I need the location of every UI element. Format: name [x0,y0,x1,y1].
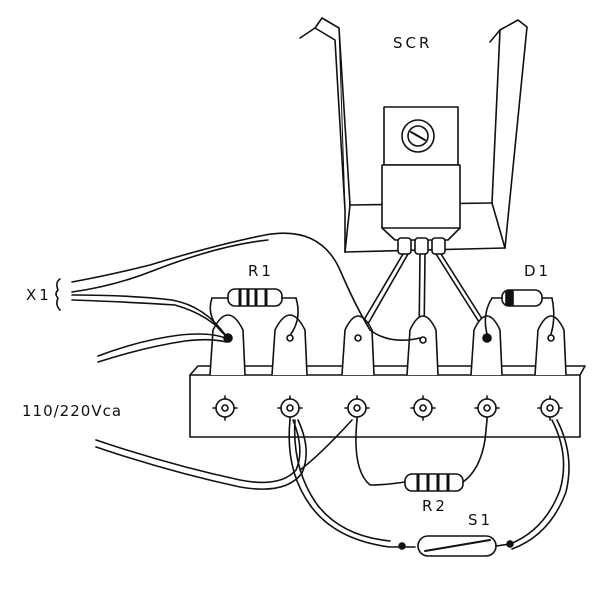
diode-d1 [484,289,555,335]
terminal-strip [189,365,586,438]
x1-wires [55,232,421,341]
d1-label: D1 [524,262,552,280]
r1-label: R1 [248,262,274,280]
s1-label: S1 [468,511,494,529]
mains-cord [95,333,307,490]
wire-terminal3 [299,419,406,486]
resistor-r2 [404,419,488,492]
mains-voltage-label: 110/220Vca [22,402,123,420]
screw-terminals [212,395,563,421]
switch-s1 [398,419,570,557]
solder-lugs [209,314,567,376]
resistor-r1 [209,288,299,337]
scr-component [381,106,461,255]
wire-s1-left [288,419,416,548]
scr-label: SCR [393,34,433,52]
heatsink [299,17,528,253]
r2-label: R2 [422,497,448,515]
x1-label: X1 [26,286,52,304]
